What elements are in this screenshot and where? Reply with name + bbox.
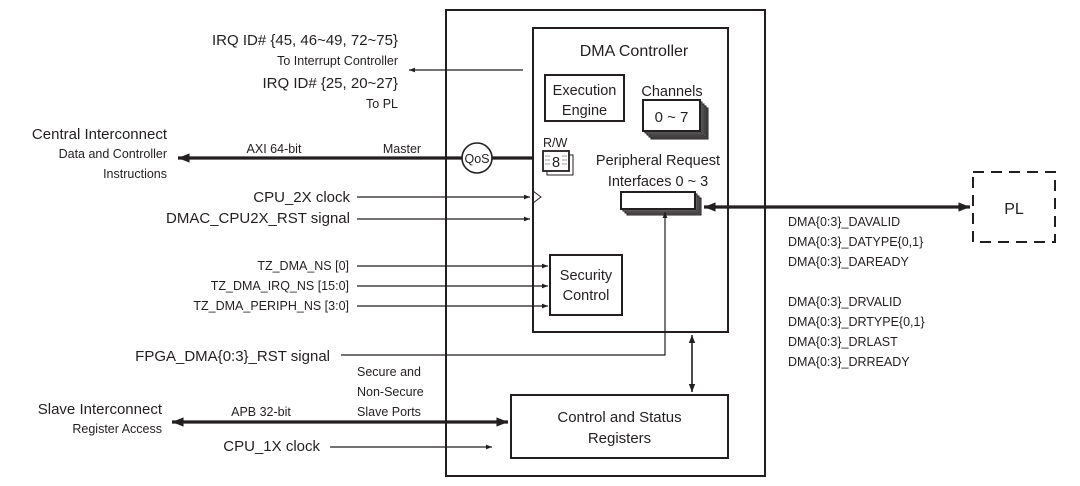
execution-engine-label-2: Engine: [562, 103, 607, 119]
slave-interconnect-title: Slave Interconnect: [38, 401, 163, 418]
channels-range: 0 ~ 7: [655, 109, 689, 126]
dr-signal-1: DMA{0:3}_DRVALID: [788, 295, 901, 309]
dma-controller-title: DMA Controller: [580, 43, 689, 60]
tz-ns-label: TZ_DMA_NS [0]: [257, 259, 349, 273]
da-signal-3: DMA{0:3}_DAREADY: [788, 255, 910, 269]
channels-title: Channels: [641, 84, 702, 100]
cpu2x-clock-label: CPU_2X clock: [253, 189, 350, 206]
control-status-label-2: Registers: [588, 430, 651, 447]
central-interconnect-title: Central Interconnect: [32, 126, 168, 143]
fpga-rst-line: [341, 212, 668, 356]
execution-engine-box: [544, 74, 625, 122]
security-control-box: [549, 254, 623, 316]
central-interconnect-sub1: Data and Controller: [59, 147, 167, 161]
irq1-sub: To Interrupt Controller: [277, 54, 398, 68]
central-interconnect-sub2: Instructions: [103, 167, 167, 181]
peripheral-request-label-1: Peripheral Request: [596, 153, 720, 169]
control-status-registers-box: [510, 394, 729, 459]
security-control-label-1: Security: [560, 268, 613, 284]
pl-box: [972, 171, 1056, 243]
peripheral-request-stack-icon: [620, 191, 702, 216]
clock-input-triangle-icon: [532, 190, 542, 204]
irq2-sub: To PL: [366, 97, 398, 111]
dr-signal-4: DMA{0:3}_DRREADY: [788, 355, 910, 369]
rw-title: R/W: [543, 136, 568, 150]
channels-stack-icon: [642, 99, 709, 140]
dr-signal-3: DMA{0:3}_DRLAST: [788, 335, 898, 349]
secure-ports-label-1: Secure and: [357, 365, 421, 379]
tz-periph-label: TZ_DMA_PERIPH_NS [3:0]: [193, 299, 349, 313]
pl-label: PL: [1004, 201, 1024, 218]
execution-engine-label-1: Execution: [553, 83, 617, 99]
rw-buffer-icon: [542, 150, 574, 176]
control-status-label-1: Control and Status: [557, 409, 681, 426]
axi-label: AXI 64-bit: [247, 142, 302, 156]
outer-boundary-box: [445, 9, 766, 477]
qos-circle: [461, 142, 493, 174]
master-label: Master: [383, 142, 421, 156]
security-control-label-2: Control: [563, 288, 610, 304]
dmac-rst-label: DMAC_CPU2X_RST signal: [166, 210, 350, 227]
irq2-title: IRQ ID# {25, 20~27}: [262, 75, 398, 92]
cpu1x-clock-label: CPU_1X clock: [223, 438, 320, 455]
slave-interconnect-sub: Register Access: [72, 422, 162, 436]
apb-label: APB 32-bit: [231, 405, 291, 419]
secure-ports-label-3: Slave Ports: [357, 405, 421, 419]
irq1-title: IRQ ID# {45, 46~49, 72~75}: [212, 32, 398, 49]
secure-ports-label-2: Non-Secure: [357, 385, 424, 399]
rw-value: 8: [552, 155, 560, 171]
peripheral-request-label-2: Interfaces 0 ~ 3: [608, 174, 708, 190]
da-signal-1: DMA{0:3}_DAVALID: [788, 215, 900, 229]
tz-irq-label: TZ_DMA_IRQ_NS [15:0]: [211, 279, 349, 293]
qos-label: QoS: [464, 152, 489, 166]
dr-signal-2: DMA{0:3}_DRTYPE{0,1}: [788, 315, 925, 329]
fpga-rst-label: FPGA_DMA{0:3}_RST signal: [135, 348, 330, 365]
da-signal-2: DMA{0:3}_DATYPE{0,1}: [788, 235, 923, 249]
